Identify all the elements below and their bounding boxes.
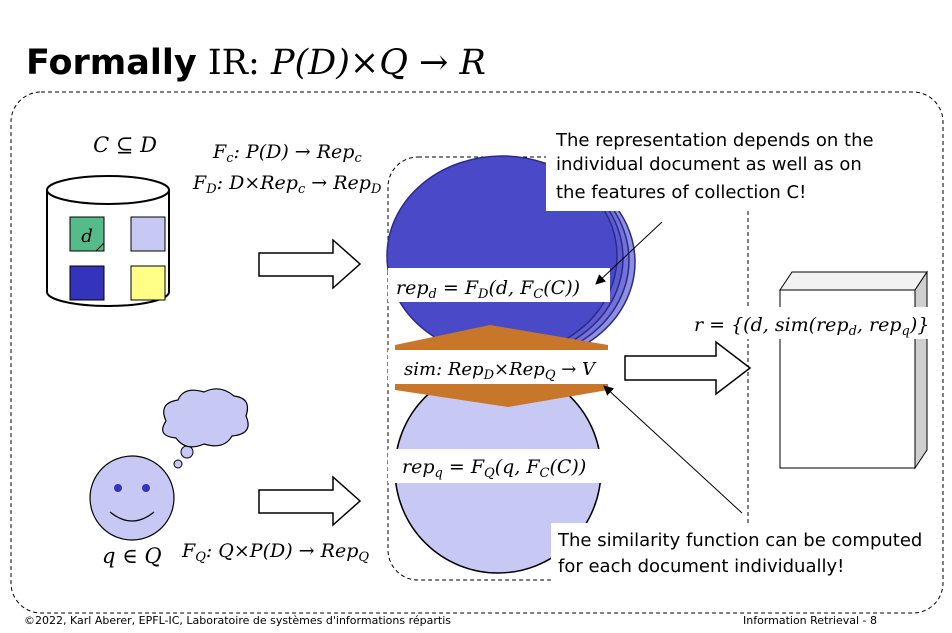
doc-d-label: d	[81, 226, 93, 247]
pointer-arrow-similarity	[603, 385, 743, 514]
block-arrow-docs	[258, 238, 362, 290]
title-bold: Formally	[26, 43, 197, 83]
block-arrow-result	[624, 340, 752, 396]
query-label: q ∈ Q	[102, 544, 162, 568]
doc-icon-yellow	[130, 265, 166, 301]
representation-note: The representation depends on the indivi…	[555, 130, 879, 203]
result-page	[779, 270, 928, 470]
thought-bubble	[162, 388, 249, 469]
rep-q-label: repq = FQ(q, FC(C))	[402, 456, 586, 481]
rep-d-box	[388, 268, 610, 302]
rep-q-box	[388, 449, 610, 483]
title-prefix: IR:	[208, 43, 271, 83]
slide-title: Formally IR: P(D)×Q → R	[26, 43, 486, 83]
sim-label: sim: RepD×RepQ → V	[404, 359, 597, 383]
block-arrow-query	[258, 475, 362, 527]
result-formula-box	[690, 307, 938, 339]
similarity-note: The similarity function can be computed …	[557, 530, 928, 577]
collection-label: C ⊆ D	[93, 133, 157, 157]
similarity-note-box	[551, 523, 933, 583]
footer-right: Information Retrieval - 8	[743, 614, 877, 627]
doc-icon-d	[69, 216, 105, 252]
formula-fd: FD: D×Repc → RepD	[192, 172, 382, 197]
doc-icon-blue	[69, 265, 105, 301]
smiley-face-icon	[89, 455, 175, 541]
sim-box	[388, 350, 610, 384]
outer-dashed-frame	[10, 91, 944, 614]
formula-fc: Fc: P(D) → Repc	[212, 141, 362, 166]
footer-left: ©2022, Karl Aberer, EPFL-IC, Laboratoire…	[24, 614, 451, 627]
svg-text:Formally IR: P(D): Formally IR: P(D)×Q → R	[26, 43, 486, 83]
result-formula: r = {(d, sim(repd, repq)}	[694, 314, 929, 339]
rep-d-label: repd = FD(d, FC(C))	[396, 277, 580, 302]
pointer-arrow-representation	[595, 221, 663, 285]
collection-cylinder: d	[46, 175, 170, 307]
title-formula: P(D)×Q → R	[270, 43, 486, 83]
representation-note-box	[546, 124, 882, 211]
formula-fq: FQ: Q×P(D) → RepQ	[181, 540, 369, 565]
doc-icon-lavender	[130, 216, 166, 252]
